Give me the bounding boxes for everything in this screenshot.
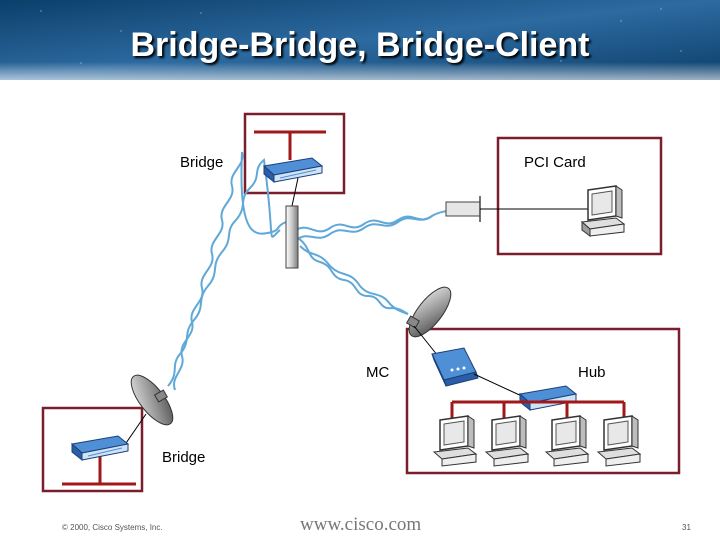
pci-card-box bbox=[496, 136, 663, 256]
label-hub: Hub bbox=[578, 364, 606, 381]
dish-antenna-icon bbox=[405, 286, 452, 338]
page-title: Bridge-Bridge, Bridge-Client bbox=[130, 26, 590, 64]
wireless-link-pci bbox=[295, 209, 451, 241]
footer-copyright: © 2000, Cisco Systems, Inc. bbox=[62, 523, 163, 532]
footer-url: www.cisco.com bbox=[300, 514, 422, 535]
bridge-icon bbox=[262, 157, 324, 184]
page-number: 31 bbox=[682, 523, 691, 532]
mc-device-icon bbox=[431, 347, 479, 387]
computer-icon bbox=[484, 415, 530, 467]
computer-icon bbox=[596, 415, 642, 467]
bridge-icon bbox=[70, 435, 130, 462]
label-bridge-top: Bridge bbox=[180, 154, 224, 171]
label-bridge-bottom: Bridge bbox=[162, 449, 206, 466]
wireless-link-left bbox=[167, 151, 287, 391]
antenna-mast-icon bbox=[285, 205, 299, 269]
dish-antenna-icon bbox=[130, 374, 174, 426]
label-mc: MC bbox=[366, 364, 390, 381]
hub-network-box bbox=[405, 327, 681, 475]
computer-icon bbox=[432, 415, 478, 467]
bridge-box-top bbox=[243, 112, 346, 195]
computer-icon bbox=[544, 415, 590, 467]
bridge-box-bottom bbox=[41, 406, 144, 493]
computer-icon bbox=[580, 185, 626, 237]
title-banner bbox=[0, 0, 720, 92]
wireless-link-mc bbox=[297, 237, 409, 315]
label-pci-card: PCI Card bbox=[524, 154, 586, 171]
pci-card-icon bbox=[445, 196, 481, 222]
